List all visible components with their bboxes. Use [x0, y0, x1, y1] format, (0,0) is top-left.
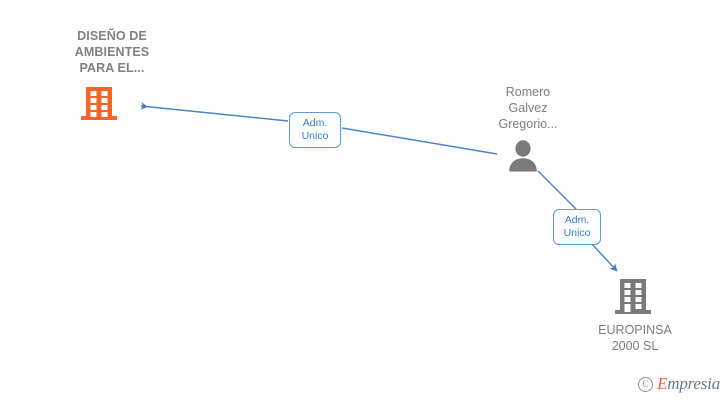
copyright-icon: C — [638, 376, 654, 392]
node-company-right-label: EUROPINSA 2000 SL — [598, 323, 672, 353]
node-company-left-label: DISEÑO DE AMBIENTES PARA EL... — [74, 29, 150, 75]
edge-badge-adm-unico-left[interactable]: Adm. Unico — [289, 112, 341, 148]
brand-initial: E — [657, 374, 668, 393]
building-icon — [615, 279, 651, 314]
edge-person-to-company-left — [140, 102, 498, 155]
brand-wordmark: Empresia — [657, 374, 720, 394]
edge-badge-adm-unico-right[interactable]: Adm. Unico — [553, 209, 601, 245]
node-person-label: Romero Galvez Gregorio... — [498, 85, 558, 131]
watermark-empresia: C Empresia — [638, 374, 720, 394]
building-icon — [81, 87, 117, 120]
brand-rest: mpresia — [667, 374, 720, 393]
edge-person-to-company-right — [537, 170, 618, 272]
person-icon — [509, 140, 537, 172]
